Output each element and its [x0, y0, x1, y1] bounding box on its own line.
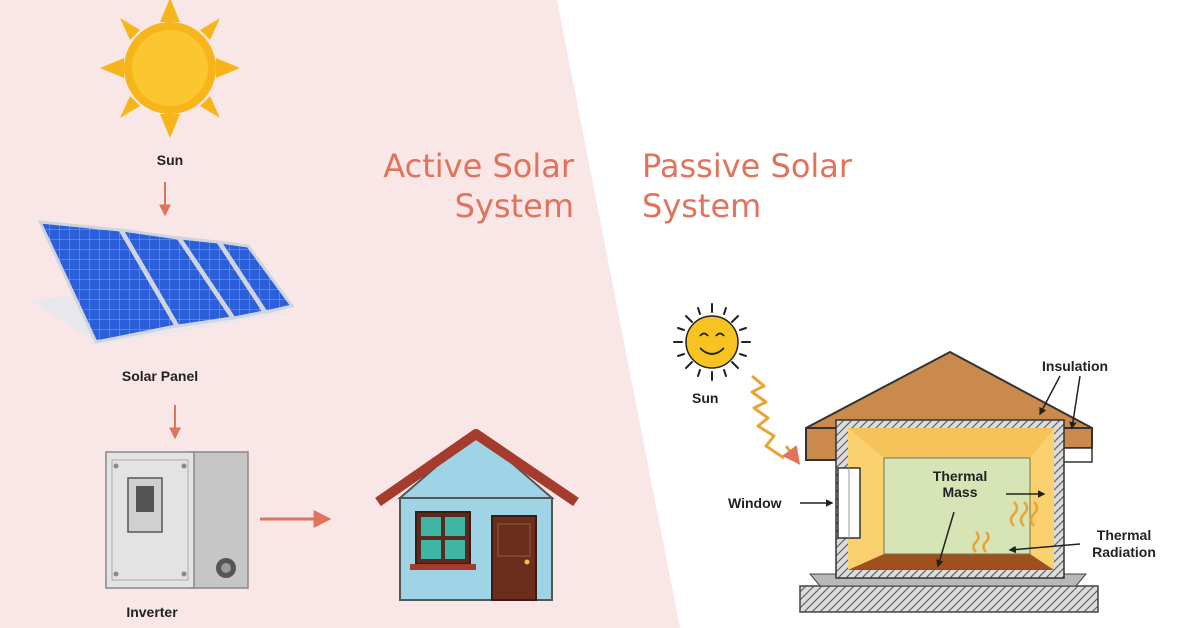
passive-title-line2: System	[642, 187, 762, 225]
window-label: Window	[728, 495, 782, 511]
thermal-radiation-line2: Radiation	[1092, 544, 1156, 560]
sun-icon	[100, 0, 240, 138]
inverter-icon	[105, 451, 249, 589]
house-icon	[375, 429, 579, 601]
thermal-radiation-label: Thermal Radiation	[1074, 527, 1174, 561]
passive-title-line1: Passive Solar	[642, 147, 853, 185]
insulation-label: Insulation	[1042, 358, 1109, 374]
thermal-mass-label: Thermal Mass	[910, 468, 1010, 500]
passive-title: Passive Solar System	[642, 146, 852, 226]
thermal-mass-line1: Thermal	[932, 468, 988, 484]
thermal-mass-line2: Mass	[942, 484, 978, 500]
solar-panel-label: Solar Panel	[121, 368, 199, 384]
inverter-label: Inverter	[126, 604, 178, 620]
callout-lines	[800, 375, 1081, 568]
thermal-radiation-line1: Thermal	[1096, 527, 1152, 543]
sunlight-ray	[750, 374, 785, 460]
solar-panel-icon	[30, 220, 295, 345]
active-title: Active Solar System	[358, 146, 574, 226]
passive-house-icon	[799, 350, 1099, 613]
active-title-line1: Active Solar	[383, 147, 574, 185]
passive-sun-label: Sun	[692, 390, 719, 406]
smiling-sun-icon	[673, 303, 751, 381]
active-title-line2: System	[454, 187, 574, 225]
active-sun-label: Sun	[156, 152, 184, 168]
